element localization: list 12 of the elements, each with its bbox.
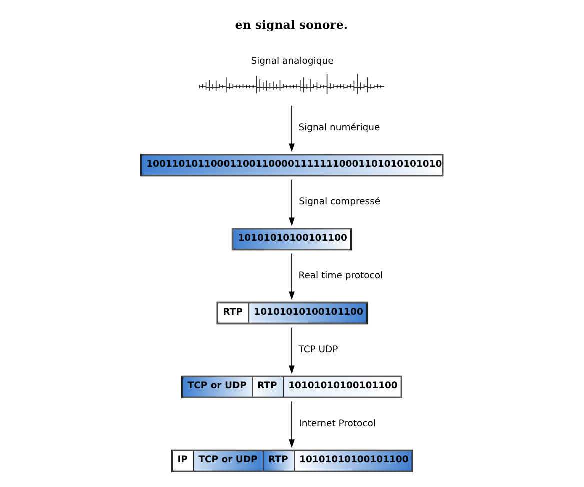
edge-label: Signal compressé — [299, 196, 381, 208]
edge-label: TCP UDP — [298, 344, 338, 356]
arrow — [289, 253, 295, 300]
label: en signal sonore. — [235, 18, 348, 32]
edge-label: Signal numérique — [298, 122, 380, 134]
arrow — [289, 105, 295, 152]
arrow — [289, 327, 295, 374]
edge-label: Real time protocol — [298, 270, 384, 282]
node-text: Signal analogique — [251, 56, 334, 67]
arrow — [289, 401, 295, 448]
edge-label: Internet Protocol — [299, 418, 376, 430]
arrow — [289, 179, 295, 226]
